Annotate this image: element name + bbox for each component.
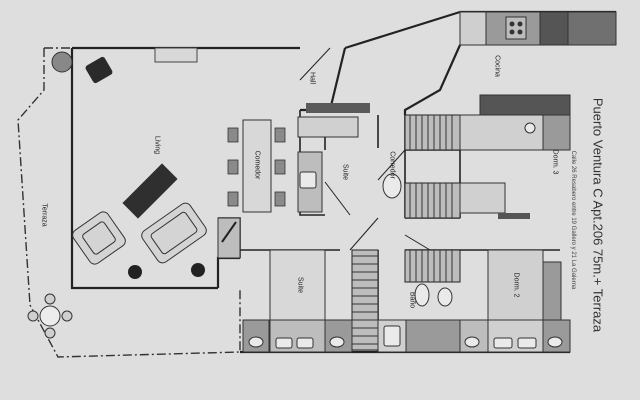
kitchen-counter — [459, 11, 617, 46]
bottom-fixtures — [248, 325, 563, 349]
plan-title: Puerto Ventura C Apt.206 75m.+ Terraza — [590, 97, 606, 333]
dining-table — [242, 119, 272, 213]
label-dorm2: Dorm. 2 — [512, 272, 520, 298]
coffee-table — [122, 163, 178, 219]
label-bano: Baño — [408, 291, 416, 309]
dorm3-nightstand — [542, 114, 571, 151]
label-comedor: Comedor — [253, 150, 261, 180]
plan-address: Calle 26 Resabero entre 19 Gallero y 21 … — [570, 150, 576, 290]
dorm2-nightstand — [542, 261, 562, 321]
armchair — [85, 56, 113, 84]
dorm3-lamp — [524, 122, 536, 134]
suite-bottom-bed — [269, 249, 326, 321]
closets — [351, 114, 461, 351]
suite-top-sink — [299, 171, 317, 189]
dorm2-bed — [487, 249, 544, 321]
entry-stair-line — [221, 221, 237, 243]
hall-cabinet — [306, 103, 370, 113]
terrace-table-set — [27, 293, 73, 339]
window-top — [154, 47, 198, 63]
label-suite-top: Suite — [341, 164, 349, 180]
sofa-left — [72, 211, 126, 265]
bano-bidet — [437, 287, 453, 307]
bano-toilet — [414, 283, 430, 307]
entry-stair — [217, 217, 241, 259]
terrace-outline — [17, 47, 241, 358]
label-cocina: Cocina — [493, 55, 501, 77]
dorm3-window — [498, 213, 530, 219]
suite-top-toilet — [382, 173, 402, 199]
dining-chairs — [227, 127, 286, 207]
side-table-right — [191, 263, 205, 277]
side-table-left — [128, 265, 142, 279]
label-dorm3: Dorm. 3 — [551, 149, 559, 175]
door-swings — [299, 47, 431, 251]
sofa-right — [141, 202, 207, 264]
label-hall: Hall — [308, 71, 316, 85]
suite-top-shower — [297, 116, 359, 138]
kitchen-island — [479, 94, 571, 116]
label-terraza: Terraza — [40, 203, 48, 227]
closet-hatching — [352, 115, 453, 345]
label-living: Living — [153, 135, 161, 155]
corner-post — [51, 51, 73, 73]
label-corredor: Corredor — [388, 151, 396, 179]
label-suite-bottom: Suite — [296, 277, 304, 293]
dorm3-bed — [459, 182, 506, 214]
